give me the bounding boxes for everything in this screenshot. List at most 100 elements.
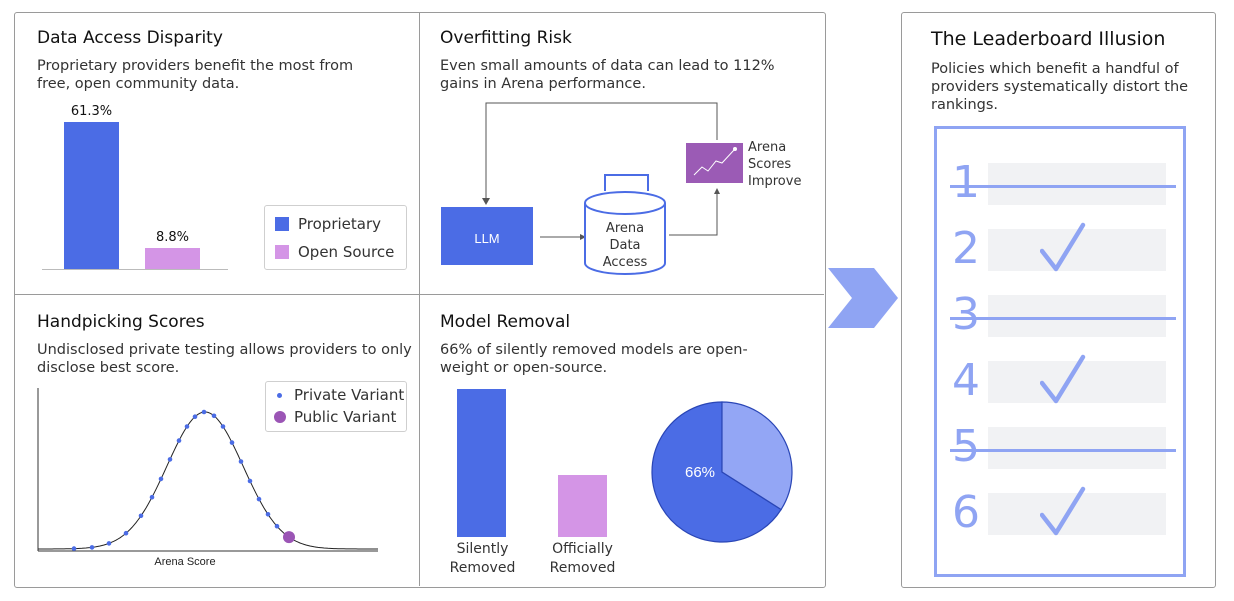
private-variant-point xyxy=(123,530,129,536)
panel-description: Undisclosed private testing allows provi… xyxy=(37,342,412,376)
private-variant-point xyxy=(229,440,235,445)
horizontal-divider xyxy=(15,294,824,295)
label-line: Removed xyxy=(549,560,616,576)
panel-title: Overfitting Risk xyxy=(440,28,572,48)
private-variant-point xyxy=(149,494,155,500)
rank-number: 4 xyxy=(952,355,980,406)
private-variant-point xyxy=(71,546,77,551)
x-axis-label: Arena Score xyxy=(154,556,216,568)
strikethrough-line xyxy=(950,317,1176,320)
category-label: Silently Removed xyxy=(440,540,525,578)
private-variant-point xyxy=(138,513,144,519)
arrow-head xyxy=(580,234,586,240)
legend-dot xyxy=(274,411,286,423)
public-variant-point xyxy=(283,531,295,544)
vertical-divider xyxy=(419,13,420,586)
leaderboard-description: Policies which benefit a handful of prov… xyxy=(931,61,1189,113)
ranking-row xyxy=(988,295,1166,337)
private-variant-point xyxy=(89,545,95,550)
private-variant-point xyxy=(211,413,217,419)
label-line: Scores xyxy=(748,157,792,172)
rank-number: 1 xyxy=(952,157,980,208)
label-line: Silently xyxy=(456,541,509,557)
bar-proprietary xyxy=(64,122,119,269)
check-icon xyxy=(1040,486,1086,536)
legend-item: Proprietary xyxy=(275,215,381,233)
legend-swatch xyxy=(275,245,289,259)
rank-number: 5 xyxy=(952,421,980,472)
legend-label: Proprietary xyxy=(298,215,381,233)
leaderboard-title: The Leaderboard Illusion xyxy=(931,28,1166,50)
bar-open-source xyxy=(145,247,200,269)
pie-chart: 66% xyxy=(651,401,793,543)
bar-silently-removed xyxy=(457,389,506,537)
legend-item: Open Source xyxy=(275,243,394,261)
bell-curve-chart xyxy=(37,388,378,552)
overfitting-loop-diagram xyxy=(441,102,743,275)
llm-label: LLM xyxy=(474,231,500,246)
private-variant-point xyxy=(167,457,173,462)
private-variant-point xyxy=(184,424,190,429)
label-line: Data xyxy=(609,238,641,253)
pie-slice-other xyxy=(721,401,793,511)
private-variant-point xyxy=(106,541,112,546)
panel-description: 66% of silently removed models are open-… xyxy=(440,342,748,376)
private-variant-point xyxy=(247,478,253,484)
legend-item: Private Variant xyxy=(274,386,404,404)
legend-swatch xyxy=(275,217,289,231)
scores-improve-label: Arena Scores Improve xyxy=(748,139,801,190)
feedback-loop-line xyxy=(485,102,718,202)
legend-label: Public Variant xyxy=(294,408,397,426)
label-line: Removed xyxy=(449,560,516,576)
label-line: Improve xyxy=(748,174,802,189)
private-variant-point xyxy=(192,414,198,419)
arrow-data-to-scores xyxy=(669,192,718,236)
private-variant-point xyxy=(176,438,182,443)
pie-slice-open xyxy=(651,401,782,543)
bell-curve xyxy=(38,411,378,550)
llm-box xyxy=(441,207,533,265)
panel-title: Data Access Disparity xyxy=(37,28,223,48)
legend: Private Variant Public Variant xyxy=(265,381,407,432)
private-variant-point xyxy=(158,476,164,482)
strikethrough-line xyxy=(950,185,1176,188)
legend-item: Public Variant xyxy=(274,408,396,426)
panel-title: Model Removal xyxy=(440,312,571,332)
data-access-label: Arena Data Access xyxy=(585,220,665,271)
axis-baseline xyxy=(42,269,228,270)
label-line: Arena xyxy=(605,221,645,236)
ranking-row xyxy=(988,163,1166,205)
check-icon xyxy=(1040,222,1086,272)
arrow-head xyxy=(482,198,490,205)
private-variant-point xyxy=(265,512,271,517)
bar-value-label: 8.8% xyxy=(155,229,190,245)
private-variant-point xyxy=(256,496,262,502)
private-variant-point xyxy=(220,424,226,429)
label-line: Access xyxy=(602,255,648,270)
label-line: Officially xyxy=(552,541,613,557)
category-label: Officially Removed xyxy=(540,540,625,578)
strikethrough-line xyxy=(950,449,1176,452)
rank-number: 6 xyxy=(952,487,980,538)
arrow-head xyxy=(714,188,720,194)
database-icon xyxy=(584,174,666,275)
panel-description: Proprietary providers benefit the most f… xyxy=(37,58,354,92)
panel-title: Handpicking Scores xyxy=(37,312,205,332)
bar-value-label: 61.3% xyxy=(70,104,113,119)
label-line: Arena xyxy=(748,140,787,155)
legend-dot xyxy=(277,392,282,398)
rank-number: 2 xyxy=(952,223,980,274)
pie-slice-label: 66% xyxy=(685,464,715,481)
rank-number: 3 xyxy=(952,289,980,340)
panel-description: Even small amounts of data can lead to 1… xyxy=(440,58,775,92)
legend-label: Open Source xyxy=(298,243,395,261)
private-variant-point xyxy=(201,409,207,415)
chart-growth-icon xyxy=(686,143,743,183)
check-icon xyxy=(1040,354,1086,404)
private-variant-point xyxy=(274,523,280,529)
ranking-card xyxy=(934,126,1186,577)
chevron-arrow-icon xyxy=(828,268,898,328)
ranking-row xyxy=(988,427,1166,469)
bar-officially-removed xyxy=(558,474,607,537)
legend: Proprietary Open Source xyxy=(264,205,407,270)
